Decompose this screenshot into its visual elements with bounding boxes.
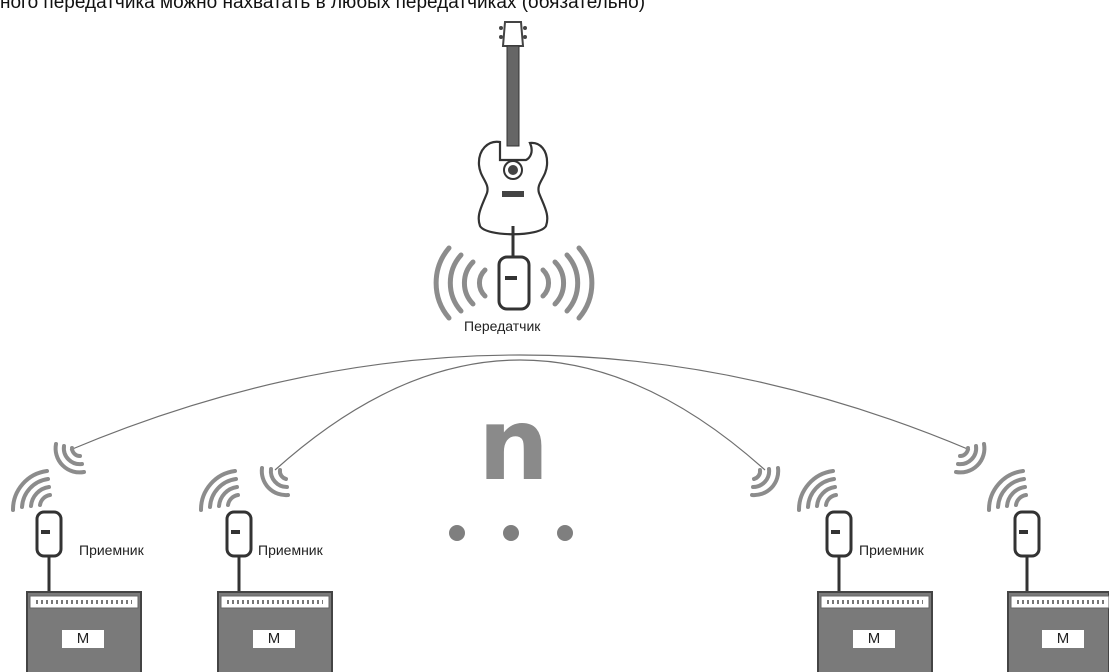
transmitter-signal-left-icon: [433, 245, 488, 321]
amplifier-1-badge: M: [76, 630, 90, 647]
top-caption: ного передатчика можно нахватать в любых…: [0, 0, 646, 13]
multiplier-n: n: [478, 386, 550, 503]
receiver-4-signal-icon: [986, 469, 1028, 512]
receiver-2-signal-icon: [198, 469, 240, 512]
amplifier-2-badge: M: [267, 630, 281, 647]
arc-signal-icon-4: [954, 442, 987, 475]
receiver-4-device-icon: [1013, 510, 1041, 592]
transmitter-signal-right-icon: [540, 245, 595, 321]
receiver-3-signal-icon: [796, 469, 838, 512]
amplifier-4-badge: M: [1056, 630, 1070, 647]
amplifier-2-icon: [217, 591, 333, 672]
arc-signal-icon-2: [259, 466, 290, 498]
arc-signal-icon-3: [750, 466, 781, 498]
transmitter-device-icon: [497, 255, 531, 311]
guitar-icon: [477, 21, 549, 256]
receiver-3-device-icon: [825, 510, 853, 592]
receiver-1-device-icon: [35, 510, 63, 592]
receiver-1-label: Приемник: [79, 542, 144, 558]
receiver-2-label: Приемник: [258, 542, 323, 558]
arc-to-receiver-1: [69, 354, 971, 451]
ellipsis-dots: [449, 525, 573, 541]
amplifier-3-badge: M: [867, 630, 881, 647]
amplifier-3-icon: [817, 591, 933, 672]
arc-signal-icon-1: [53, 442, 86, 475]
receiver-1-signal-icon: [10, 469, 52, 512]
amplifier-4-icon: [1007, 591, 1109, 672]
transmitter-label: Передатчик: [464, 318, 541, 334]
amplifier-1-icon: [26, 591, 142, 672]
receiver-2-device-icon: [225, 510, 253, 592]
receiver-3-label: Приемник: [859, 542, 924, 558]
arc-to-receiver-2: [274, 359, 766, 471]
